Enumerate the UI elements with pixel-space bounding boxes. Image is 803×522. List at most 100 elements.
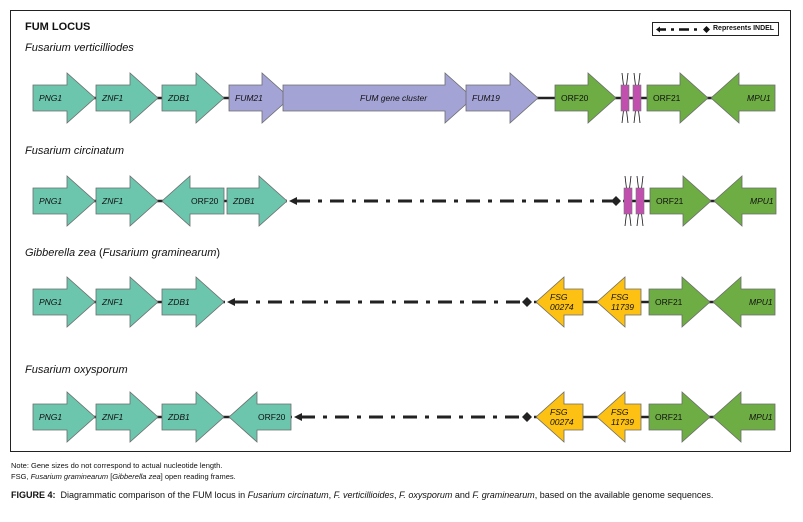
indel-legend-text: Represents INDEL [713, 25, 775, 32]
gene-arrow-fsg-11739 [596, 391, 642, 443]
gene-arrow-znf1 [95, 276, 159, 328]
small-orf-block [623, 187, 633, 215]
gene-arrow-orf20 [161, 175, 225, 227]
small-orf-block [620, 84, 630, 112]
gene-label: ORF21 [655, 412, 683, 422]
gene-label: ZDB1 [167, 297, 190, 307]
gene-arrow-orf21 [649, 175, 712, 227]
gene-arrow-mpu1 [710, 72, 776, 124]
figure-frame [10, 10, 791, 452]
small-orf [620, 72, 630, 124]
gene-arrow-fsg-00274 [535, 391, 584, 443]
gene-label: ORF20 [191, 196, 219, 206]
gene-label: MPU1 [750, 196, 774, 206]
gene-arrow-orf20 [554, 72, 617, 124]
gene-label: ORF21 [655, 297, 683, 307]
indel-start-icon [227, 298, 235, 306]
small-orf [635, 175, 645, 227]
indel-end-icon [522, 412, 532, 422]
species-label: Fusarium oxysporum [25, 364, 128, 376]
indel-legend-icon [656, 26, 710, 33]
gene-track: PNG1 ZNF1 ZDB1 FUM21 FUM gene cluster FUM19 OR… [32, 72, 776, 124]
gene-arrow-znf1 [95, 72, 159, 124]
small-orf-block [632, 84, 642, 112]
gene-arrow-zdb1 [161, 72, 225, 124]
figure-caption: FIGURE 4: Diagrammatic comparison of the… [11, 489, 791, 501]
gene-arrow-orf20 [228, 391, 292, 443]
gene-label: ORF20 [561, 93, 589, 103]
gene-arrow-mpu1 [712, 391, 776, 443]
indel-end-icon [611, 196, 621, 206]
gene-label: PNG1 [39, 412, 62, 422]
caption-label: FIGURE 4: [11, 490, 56, 500]
species-label: Fusarium verticilliodes [25, 42, 134, 54]
note-line: Note: Gene sizes do not correspond to ac… [11, 461, 223, 470]
gene-label: FUM19 [472, 93, 500, 103]
species-name: Fusarium verticilliodes [25, 42, 134, 54]
gene-arrow-mpu1 [712, 276, 776, 328]
indel-marker [292, 412, 534, 422]
gene-track: PNG1 ZNF1 ORF20 ZDB1 ORF21 MPU1 [32, 175, 777, 227]
gene-arrow-fsg-00274 [535, 276, 584, 328]
gene-label: ZNF1 [101, 297, 124, 307]
gene-arrow-png1 [32, 276, 96, 328]
indel-start-icon [289, 197, 297, 205]
small-orf-block [635, 187, 645, 215]
gene-label: PNG1 [39, 297, 62, 307]
gene-label: ZDB1 [167, 93, 190, 103]
gene-label: ZNF1 [101, 196, 124, 206]
gene-arrow-fum21 [228, 72, 291, 124]
gene-arrow-znf1 [95, 391, 159, 443]
indel-legend: Represents INDEL [652, 22, 779, 36]
gene-arrow-orf21 [646, 72, 709, 124]
gene-label: ZNF1 [101, 412, 124, 422]
gene-arrow-fum-gene-cluster [282, 72, 474, 124]
species-name: Fusarium circinatum [25, 145, 125, 157]
gene-arrow-png1 [32, 391, 96, 443]
gene-arrow-znf1 [95, 175, 159, 227]
gene-label: MPU1 [749, 297, 773, 307]
small-orf [623, 175, 633, 227]
gene-label: FUM gene cluster [360, 93, 428, 103]
gene-arrow-fsg-11739 [596, 276, 642, 328]
gene-label: ZDB1 [167, 412, 190, 422]
gene-label: PNG1 [39, 196, 62, 206]
gene-label: ORF21 [653, 93, 681, 103]
gene-label: ZNF1 [101, 93, 124, 103]
gene-label: ORF20 [258, 412, 286, 422]
gene-label: MPU1 [749, 412, 773, 422]
species-label: Gibberella zea (Fusarium graminearum) [25, 247, 220, 259]
species-name: Gibberella zea [25, 247, 96, 259]
gene-arrow-fum19 [465, 72, 539, 124]
note-line: FSG, Fusarium graminearum [Gibberella ze… [11, 472, 236, 481]
small-orf [632, 72, 642, 124]
species-synonym: (Fusarium graminearum) [99, 247, 221, 259]
caption-text: Diagrammatic comparison of the FUM locus… [60, 490, 714, 500]
gene-arrow-zdb1 [226, 175, 288, 227]
gene-arrow-png1 [32, 72, 96, 124]
gene-arrow-mpu1 [713, 175, 777, 227]
species-label: Fusarium circinatum [25, 145, 124, 157]
gene-label: ORF21 [656, 196, 684, 206]
gene-label: ZDB1 [232, 196, 255, 206]
gene-label: MPU1 [747, 93, 771, 103]
gene-arrow-orf21 [648, 276, 711, 328]
gene-label: FUM21 [235, 93, 263, 103]
gene-label: PNG1 [39, 93, 62, 103]
indel-marker [225, 297, 534, 307]
gene-arrow-orf21 [648, 391, 711, 443]
indel-end-icon [522, 297, 532, 307]
gene-arrow-png1 [32, 175, 96, 227]
species-name: Fusarium oxysporum [25, 364, 128, 376]
indel-marker [287, 196, 623, 206]
indel-start-icon [294, 413, 302, 421]
gene-arrow-zdb1 [161, 391, 225, 443]
locus-title: FUM LOCUS [25, 21, 91, 33]
